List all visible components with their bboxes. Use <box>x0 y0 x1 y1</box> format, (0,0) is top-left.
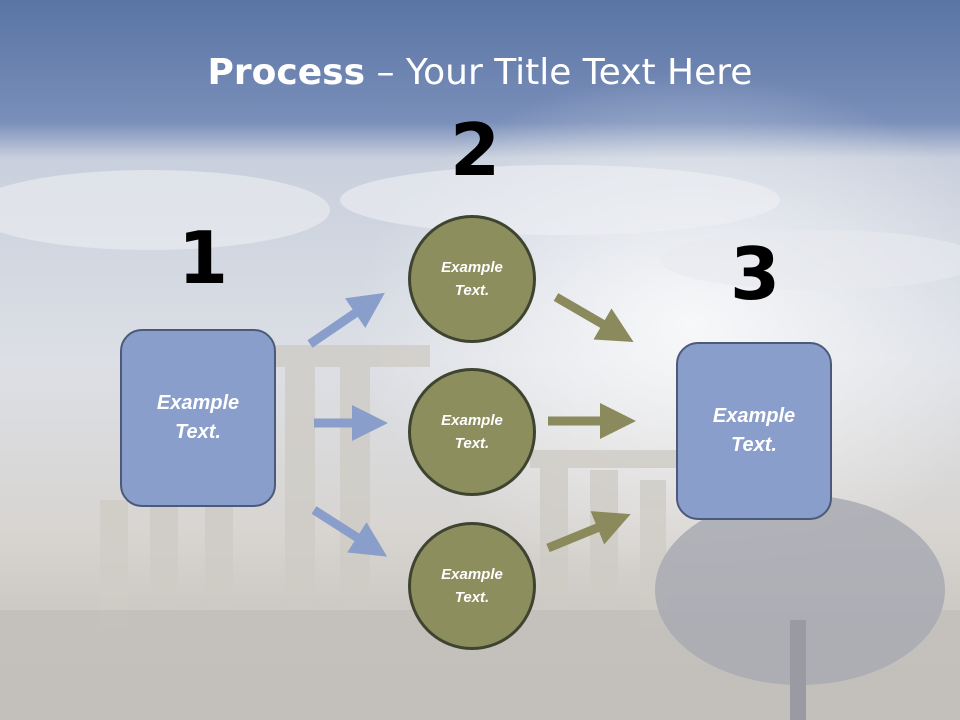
step-number-1: 1 <box>178 216 229 300</box>
step-2-circle-middle: Example Text. <box>408 368 536 496</box>
arrow-bottom-to-3 <box>546 511 631 553</box>
arrow-top-to-3 <box>553 293 634 343</box>
circle-top-line2: Text. <box>454 282 490 299</box>
step-3-line1: Example <box>712 405 796 427</box>
step-2-circle-top: Example Text. <box>408 215 536 343</box>
step-3-box: Example Text. <box>676 342 832 520</box>
title-rest: – Your Title Text Here <box>365 52 753 93</box>
step-2-circle-bottom: Example Text. <box>408 522 536 650</box>
step-3-line2: Text. <box>731 434 777 456</box>
slide-title: Process – Your Title Text Here <box>0 52 960 93</box>
step-number-3: 3 <box>730 232 781 316</box>
title-bold: Process <box>207 52 366 93</box>
circle-bottom-line1: Example <box>441 566 503 583</box>
step-1-line1: Example <box>156 392 240 414</box>
circle-middle-line2: Text. <box>454 435 490 452</box>
step-number-2: 2 <box>450 108 501 192</box>
arrow-1-to-bottom <box>311 506 388 557</box>
circle-bottom-line2: Text. <box>454 589 490 606</box>
step-1-line2: Text. <box>175 421 221 443</box>
arrow-1-to-top <box>307 292 385 348</box>
step-1-box: Example Text. <box>120 329 276 507</box>
circle-top-line1: Example <box>441 259 503 276</box>
circle-middle-line1: Example <box>441 412 503 429</box>
